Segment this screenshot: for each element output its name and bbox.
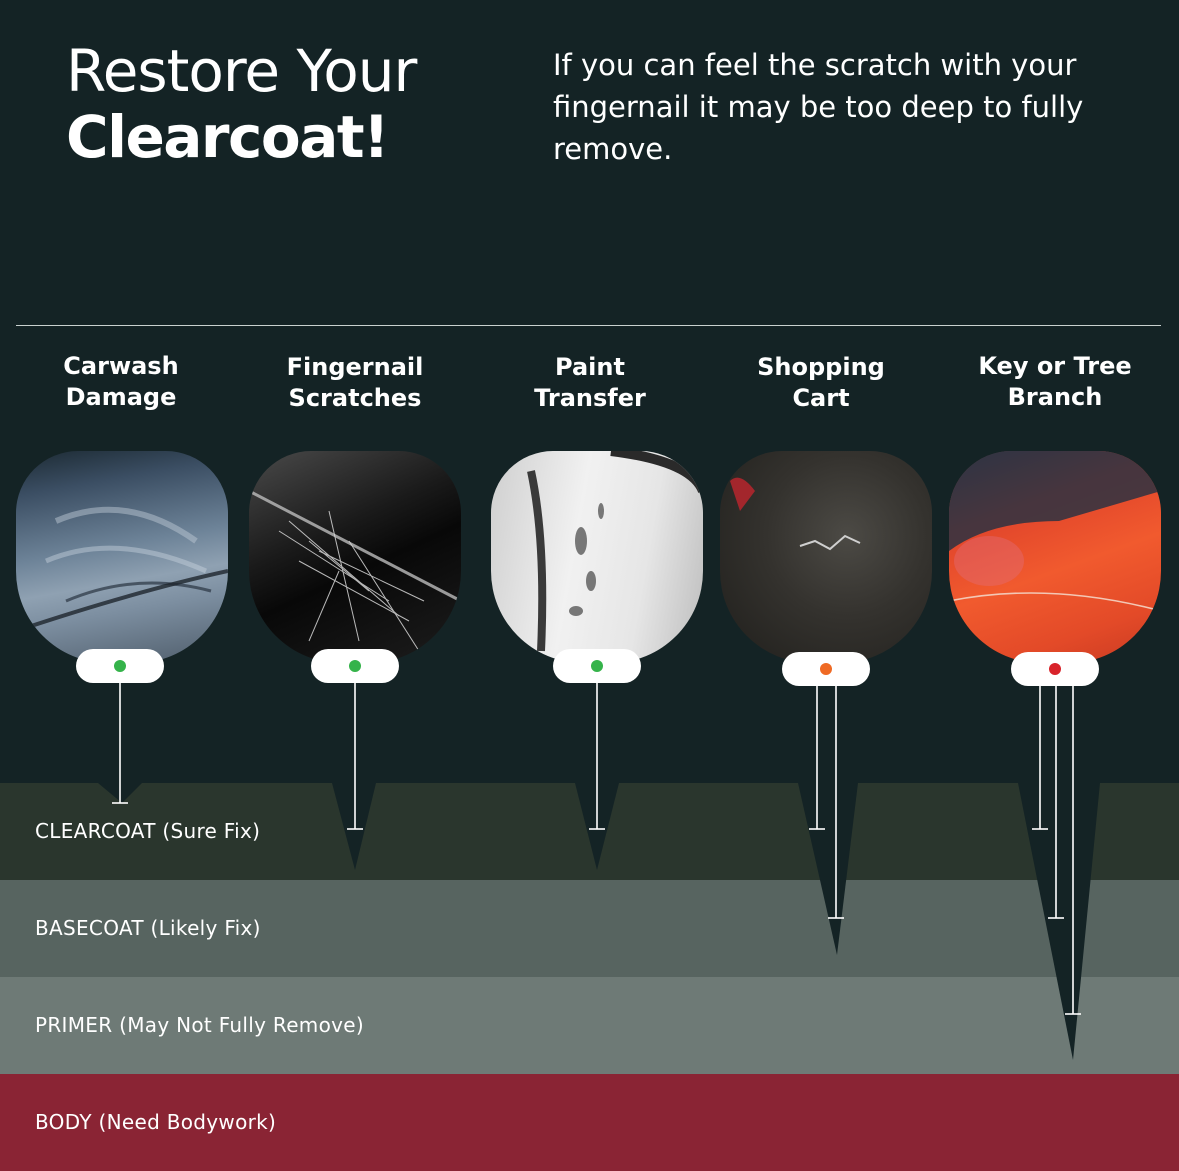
title-line-1: Restore Your [66, 37, 417, 105]
severity-pill-shopping-cart [782, 652, 870, 686]
label-line: Branch [1007, 383, 1103, 411]
severity-pill-carwash [76, 649, 164, 683]
fingernail-tip: If you can feel the scratch with your fi… [553, 48, 1084, 166]
photo-carwash-damage [16, 451, 228, 663]
photo-fingernail-scratches [249, 451, 461, 663]
label-line: Paint [555, 353, 625, 381]
scratch-notch-shopping-cart [798, 783, 858, 955]
severity-dot-orange [820, 663, 832, 675]
label-shopping-cart: Shopping Cart [706, 352, 936, 414]
severity-dot-green [114, 660, 126, 672]
photo-shopping-cart [720, 451, 932, 663]
title-line-2: Clearcoat! [66, 103, 390, 171]
layer-primer: PRIMER (May Not Fully Remove) [0, 977, 1179, 1074]
label-line: Transfer [534, 384, 646, 412]
layer-body: BODY (Need Bodywork) [0, 1074, 1179, 1171]
page-title: Restore Your Clearcoat! [66, 37, 417, 171]
swirl-marks-icon [16, 506, 228, 633]
severity-pill-key-or-tree-branch [1011, 652, 1099, 686]
severity-pill-paint-transfer [553, 649, 641, 683]
label-carwash-damage: Carwash Damage [6, 351, 236, 413]
label-fingernail-scratches: Fingernail Scratches [240, 352, 470, 414]
label-line: Fingernail [286, 353, 424, 381]
key-scratch-icon [949, 451, 1161, 612]
divider [16, 325, 1161, 326]
label-line: Key or Tree [978, 352, 1132, 380]
label-key-or-tree-branch: Key or Tree Branch [940, 351, 1170, 413]
scratches-icon [249, 489, 461, 652]
layer-basecoat: BASECOAT (Likely Fix) [0, 880, 1179, 977]
label-line: Scratches [288, 384, 422, 412]
scratch-notch-key-branch [1018, 783, 1100, 1060]
label-paint-transfer: Paint Transfer [475, 352, 705, 414]
label-line: Carwash [63, 352, 179, 380]
label-line: Cart [792, 384, 850, 412]
severity-dot-green [349, 660, 361, 672]
severity-dot-red [1049, 663, 1061, 675]
layer-label-basecoat: BASECOAT (Likely Fix) [35, 916, 261, 940]
layer-label-primer: PRIMER (May Not Fully Remove) [35, 1013, 364, 1037]
severity-pill-fingernail [311, 649, 399, 683]
label-line: Damage [65, 383, 177, 411]
photo-paint-transfer [491, 451, 703, 663]
layer-label-body: BODY (Need Bodywork) [35, 1110, 277, 1134]
layer-label-clearcoat: CLEARCOAT (Sure Fix) [35, 819, 261, 843]
label-line: Shopping [757, 353, 885, 381]
severity-dot-green [591, 660, 603, 672]
cart-scuff-icon [730, 477, 861, 551]
paint-scuff-icon [527, 451, 703, 652]
scratch-notch-fingernail [332, 783, 376, 870]
photo-key-or-tree-branch [949, 451, 1161, 663]
